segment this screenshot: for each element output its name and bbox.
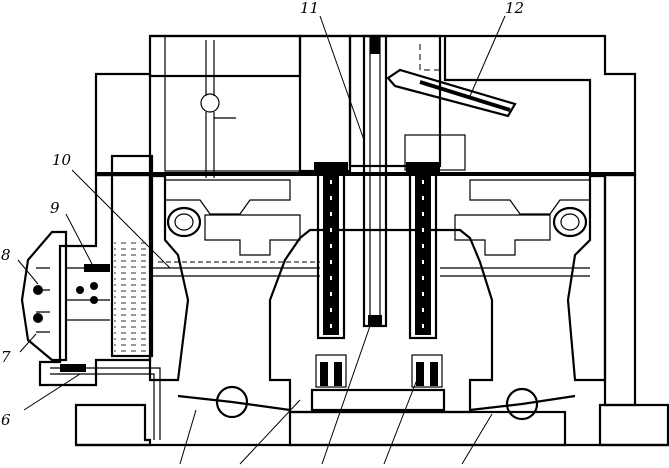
label-9: 9 <box>50 199 60 217</box>
label-12: 12 <box>505 0 524 17</box>
tube-12 <box>386 68 517 118</box>
base-plate <box>74 403 669 447</box>
accelerator-tube <box>362 34 388 328</box>
emulsion-tube-left <box>314 162 348 340</box>
label-8: 8 <box>1 246 11 264</box>
label-7: 7 <box>1 348 11 366</box>
lower-body <box>38 154 637 414</box>
label-6: 6 <box>1 411 11 429</box>
label-11: 11 <box>300 0 319 17</box>
upper-body <box>94 34 637 178</box>
throttle-valves <box>177 385 576 421</box>
accelerator-pump <box>20 230 161 440</box>
label-10: 10 <box>52 151 72 169</box>
main-jets <box>310 354 446 412</box>
callout-leaders <box>17 15 506 465</box>
emulsion-tube-right <box>406 162 440 340</box>
